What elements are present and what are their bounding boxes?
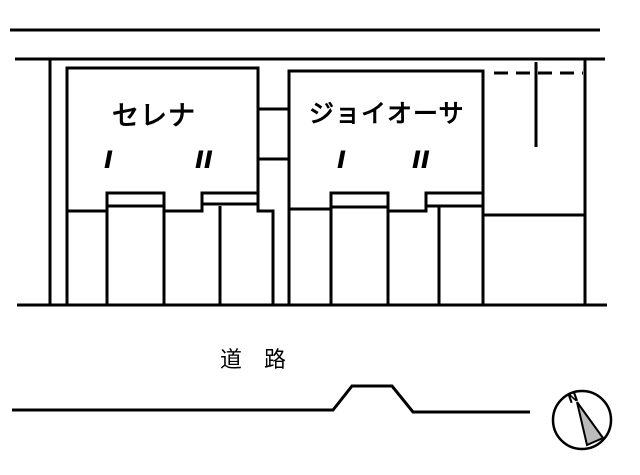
building-name-joiosa: ジョイオーサ — [309, 99, 465, 128]
road-bottom-edge — [12, 384, 530, 414]
building-joiosa-outline — [287, 69, 485, 305]
north-arrow-icon — [551, 389, 613, 451]
joiosa-unit-2: II — [412, 146, 430, 174]
serena-unit-2: II — [195, 146, 213, 174]
road-label: 道路 — [220, 348, 309, 373]
building-name-serena: セレナ — [112, 101, 196, 132]
serena-unit-1: I — [104, 146, 113, 174]
serena-parking-1 — [67, 191, 258, 213]
joiosa-unit-1: I — [337, 146, 346, 174]
building-serena-outline — [65, 66, 275, 305]
